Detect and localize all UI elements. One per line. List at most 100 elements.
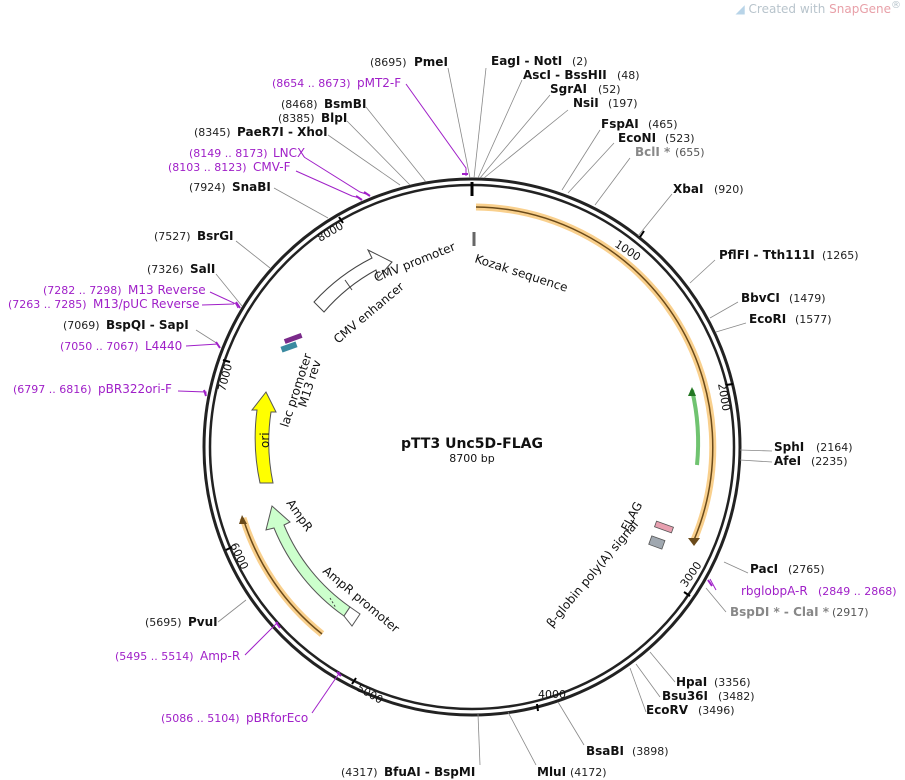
green-orf-arrowhead (688, 387, 696, 396)
enzyme-ecori: EcoRI (749, 312, 786, 326)
enzyme-labels: (8695) PmeI EagI - NotI (2) AscI - BssHI… (63, 54, 869, 779)
enzyme-pflfi-tth111i: PflFI - Tth111I (719, 248, 815, 262)
enzyme-eagi-noti: EagI - NotI (491, 54, 562, 68)
backbone-outer-ring (202, 177, 742, 717)
orf-left-arrowhead (239, 515, 247, 524)
primer-rbglobpa-r: rbglobpA-R (741, 584, 808, 598)
enzyme-bsrgi: BsrGI (197, 229, 234, 243)
primer-pmt2-f: pMT2-F (357, 76, 401, 90)
tick-label-8000: 8000 (315, 219, 346, 244)
enzyme-bsmbi: BsmBI (324, 97, 366, 111)
ampr-promoter-arrow (343, 606, 361, 627)
enzyme-mlui-pos: (4172) (570, 766, 607, 779)
enzyme-sgrai-pos: (52) (598, 83, 621, 96)
orf-arc-right (475, 203, 717, 542)
enzyme-paer7i-xhoi: PaeR7I - XhoI (237, 125, 328, 139)
enzyme-fspai: FspAI (601, 117, 639, 131)
primer-lncx-pos: (8149 .. 8173) (189, 147, 268, 160)
enzyme-snabi: SnaBI (232, 180, 271, 194)
green-orf-arc (690, 389, 701, 466)
enzyme-blpi-pos: (8385) (278, 112, 315, 125)
enzyme-eagi-noti-pos: (2) (572, 55, 588, 68)
enzyme-bspdi-clai: BspDI * - ClaI * (730, 605, 830, 619)
enzyme-sphi: SphI (774, 440, 804, 454)
lac-promoter-mark (280, 341, 298, 353)
cmv-feature-arrow (313, 248, 393, 313)
primer-rbglobpa-r-pos: (2849 .. 2868) (818, 585, 897, 598)
enzyme-econi-pos: (523) (665, 132, 695, 145)
watermark-mark: ® (891, 0, 901, 11)
enzyme-xbai-pos: (920) (714, 183, 744, 196)
enzyme-bspdi-clai-pos: (2917) (832, 606, 869, 619)
tick-label-2000: 2000 (715, 382, 733, 412)
primer-l4440-pos: (7050 .. 7067) (60, 340, 139, 353)
cmv-divider (344, 279, 353, 291)
flag-mark (654, 520, 674, 534)
tick-marks (222, 216, 734, 712)
enzyme-leader-lines (195, 67, 773, 766)
enzyme-pvui-pos: (5695) (145, 616, 182, 629)
enzyme-bbvci-pos: (1479) (789, 292, 826, 305)
m13-rev-mark (283, 333, 303, 344)
enzyme-bfuai-bspmi-pos: (4317) (341, 766, 378, 779)
snapgene-logo-icon: ◢ (735, 2, 745, 16)
enzyme-sphi-pos: (2164) (816, 441, 853, 454)
enzyme-bsu36i-pos: (3482) (718, 690, 755, 703)
tick-label-7000: 7000 (215, 362, 235, 392)
enzyme-econi: EcoNI (618, 131, 656, 145)
enzyme-bsmbi-pos: (8468) (281, 98, 318, 111)
primer-m13-reverse: M13 Reverse (128, 283, 206, 297)
enzyme-nsii-pos: (197) (608, 97, 638, 110)
enzyme-fspai-pos: (465) (648, 118, 678, 131)
feature-kozak: Kozak sequence (473, 252, 569, 295)
primer-pbrforeco: pBRforEco (246, 711, 308, 725)
enzyme-blpi: BlpI (321, 111, 347, 125)
primer-amp-r-pos: (5495 .. 5514) (115, 650, 194, 663)
enzyme-bsu36i: Bsu36I (662, 689, 708, 703)
primer-pbrforeco-pos: (5086 .. 5104) (161, 712, 240, 725)
enzyme-ecorv: EcoRV (646, 703, 689, 717)
enzyme-bsrgi-pos: (7527) (154, 230, 191, 243)
enzyme-hpai: HpaI (676, 675, 707, 689)
primer-pmt2-f-pos: (8654 .. 8673) (272, 77, 351, 90)
ampr-arrow (265, 505, 351, 617)
primer-lncx: LNCX (273, 146, 305, 160)
enzyme-sali-pos: (7326) (147, 263, 184, 276)
polya-mark (648, 535, 666, 550)
enzyme-paci-pos: (2765) (788, 563, 825, 576)
primer-pbr322ori-f: pBR322ori-F (98, 382, 172, 396)
enzyme-ecori-pos: (1577) (795, 313, 832, 326)
enzyme-sali: SalI (190, 262, 215, 276)
enzyme-paer7i-xhoi-pos: (8345) (194, 126, 231, 139)
primer-cmv-f-pos: (8103 .. 8123) (168, 161, 247, 174)
enzyme-ecorv-pos: (3496) (698, 704, 735, 717)
plasmid-length: 8700 bp (449, 452, 494, 465)
ampr-divider (329, 597, 337, 609)
enzyme-paci: PacI (750, 562, 778, 576)
enzyme-bfuai-bspmi: BfuAI - BspMI (384, 765, 475, 779)
feature-polya-signal: β-globin poly(A) signal (544, 518, 641, 630)
enzyme-hpai-pos: (3356) (714, 676, 751, 689)
enzyme-bsabi: BsaBI (586, 744, 624, 758)
enzyme-asci-bsshii: AscI - BssHII (523, 68, 607, 82)
enzyme-asci-bsshii-pos: (48) (617, 69, 640, 82)
primer-l4440: L4440 (145, 339, 182, 353)
primer-cmv-f: CMV-F (253, 160, 291, 174)
orf-arc-right-line (475, 206, 714, 541)
snapgene-watermark: ◢ Created with SnapGene® (735, 0, 901, 16)
enzyme-afei: AfeI (774, 454, 801, 468)
enzyme-bbvci: BbvCI (741, 291, 780, 305)
watermark-brand: SnapGene (829, 2, 891, 16)
enzyme-pflfi-tth111i-pos: (1265) (822, 249, 859, 262)
enzyme-mlui: MluI (537, 765, 566, 779)
enzyme-bspqi-sapi: BspQI - SapI (106, 318, 189, 332)
feature-ampr: AmpR (284, 497, 316, 534)
tick-label-5000: 5000 (355, 681, 386, 706)
enzyme-nsii: NsiI (573, 96, 599, 110)
enzyme-pvui: PvuI (188, 615, 218, 629)
feature-ori: ori (258, 432, 272, 448)
enzyme-bspqi-sapi-pos: (7069) (63, 319, 100, 332)
primer-amp-r: Amp-R (200, 649, 240, 663)
primer-ring-marks (203, 173, 713, 677)
